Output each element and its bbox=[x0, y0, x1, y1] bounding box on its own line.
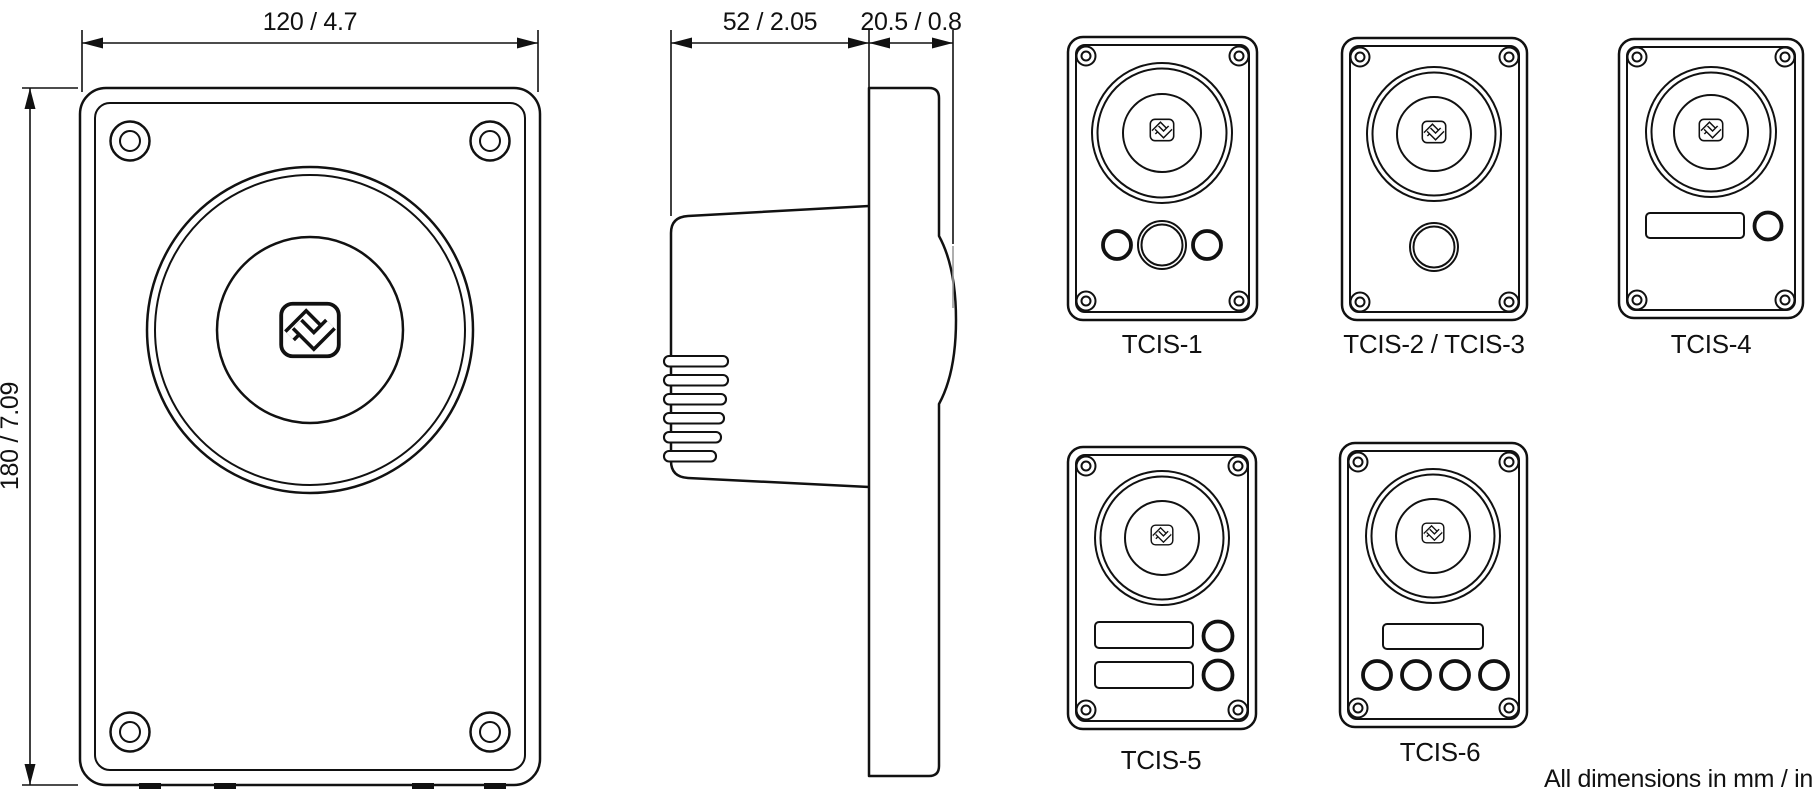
screw-icon bbox=[1075, 290, 1097, 312]
call-button bbox=[1752, 210, 1784, 242]
tcis-2-3-thumbnail: TCIS-2 / TCIS-3 bbox=[1340, 36, 1529, 359]
screw-icon bbox=[469, 120, 511, 162]
side-panel-profile bbox=[867, 86, 958, 778]
screw-icon bbox=[1349, 46, 1371, 68]
speaker-grille bbox=[1366, 66, 1502, 202]
screw-icon bbox=[1349, 291, 1371, 313]
screw-icon bbox=[109, 120, 151, 162]
screw-icon bbox=[1626, 289, 1648, 311]
screw-icon bbox=[1075, 45, 1097, 67]
variant-label: TCIS-6 bbox=[1400, 737, 1481, 767]
speaker-grille bbox=[145, 165, 475, 495]
mount-tab bbox=[412, 783, 434, 789]
call-button bbox=[1101, 229, 1133, 261]
screw-icon bbox=[1227, 455, 1249, 477]
variant-label: TCIS-5 bbox=[1121, 745, 1202, 775]
front-width-dimension: 120 / 4.7 bbox=[81, 8, 539, 92]
front-view-drawing: 120 / 4.7 180 / 7.09 bbox=[0, 8, 542, 789]
dimensions-unit-note: All dimensions in mm / in bbox=[1544, 765, 1813, 791]
arrowhead-down-icon bbox=[24, 764, 36, 785]
side-front-depth-dim-text: 20.5 / 0.8 bbox=[860, 8, 961, 36]
side-view-drawing: 52 / 2.05 20.5 / 0.8 bbox=[662, 8, 962, 778]
front-panel bbox=[78, 86, 542, 789]
variant-label: TCIS-2 / TCIS-3 bbox=[1343, 329, 1524, 359]
call-button bbox=[1191, 229, 1223, 261]
call-button bbox=[1400, 659, 1432, 691]
arrowhead-right-icon bbox=[848, 37, 869, 49]
screw-icon bbox=[1498, 291, 1520, 313]
front-height-dim-text: 180 / 7.09 bbox=[0, 382, 24, 490]
main-button bbox=[1137, 220, 1187, 270]
speaker-grille bbox=[1365, 468, 1501, 604]
screw-icon bbox=[1498, 697, 1520, 719]
call-button bbox=[1201, 658, 1235, 692]
name-plate bbox=[1094, 621, 1194, 649]
screw-icon bbox=[1347, 451, 1369, 473]
screw-icon bbox=[1774, 289, 1796, 311]
side-depth-dimension: 52 / 2.05 20.5 / 0.8 bbox=[670, 8, 962, 244]
back-box bbox=[662, 204, 870, 489]
name-plate bbox=[1645, 212, 1745, 239]
call-button bbox=[1201, 619, 1235, 653]
screw-icon bbox=[1227, 699, 1249, 721]
screw-icon bbox=[1347, 697, 1369, 719]
screw-icon bbox=[1075, 455, 1097, 477]
screw-icon bbox=[1228, 45, 1250, 67]
arrowhead-left-icon bbox=[671, 37, 692, 49]
name-plate bbox=[1382, 623, 1484, 650]
screw-icon bbox=[1626, 46, 1648, 68]
cooling-fins bbox=[662, 354, 730, 463]
speaker-grille bbox=[1645, 66, 1777, 198]
tcis-5-thumbnail: TCIS-5 bbox=[1066, 445, 1258, 775]
call-button bbox=[1361, 659, 1393, 691]
screw-icon bbox=[1498, 46, 1520, 68]
screw-icon bbox=[1228, 290, 1250, 312]
brand-logo-icon bbox=[281, 304, 339, 356]
main-button bbox=[1409, 222, 1459, 272]
tcis-6-thumbnail: TCIS-6 bbox=[1338, 441, 1529, 767]
screw-icon bbox=[1774, 46, 1796, 68]
brand-logo-icon bbox=[1422, 523, 1444, 543]
arrowhead-right-icon bbox=[517, 37, 538, 49]
name-plate bbox=[1094, 661, 1194, 689]
screw-icon bbox=[109, 711, 151, 753]
screw-icon bbox=[469, 711, 511, 753]
speaker-grille bbox=[1091, 62, 1233, 204]
brand-logo-icon bbox=[1150, 119, 1173, 140]
arrowhead-left-icon bbox=[82, 37, 103, 49]
front-width-dim-text: 120 / 4.7 bbox=[263, 8, 358, 36]
tcis-4-thumbnail: TCIS-4 bbox=[1617, 37, 1805, 359]
variant-label: TCIS-4 bbox=[1671, 329, 1752, 359]
front-height-dimension: 180 / 7.09 bbox=[0, 87, 78, 786]
side-depth-dim-text: 52 / 2.05 bbox=[723, 8, 818, 36]
arrowhead-left-icon bbox=[869, 37, 890, 49]
screw-icon bbox=[1075, 699, 1097, 721]
screw-icon bbox=[1498, 451, 1520, 473]
mount-tab bbox=[214, 783, 236, 789]
mount-tab bbox=[484, 783, 506, 789]
variant-label: TCIS-1 bbox=[1122, 329, 1203, 359]
mount-tab bbox=[139, 783, 161, 789]
brand-logo-icon bbox=[1151, 525, 1173, 545]
call-button bbox=[1439, 659, 1471, 691]
speaker-grille bbox=[1094, 470, 1230, 606]
tcis-1-thumbnail: TCIS-1 bbox=[1066, 35, 1259, 359]
brand-logo-icon bbox=[1422, 121, 1445, 142]
arrowhead-right-icon bbox=[932, 37, 953, 49]
brand-logo-icon bbox=[1699, 119, 1722, 140]
arrowhead-up-icon bbox=[24, 88, 36, 109]
call-button bbox=[1478, 659, 1510, 691]
